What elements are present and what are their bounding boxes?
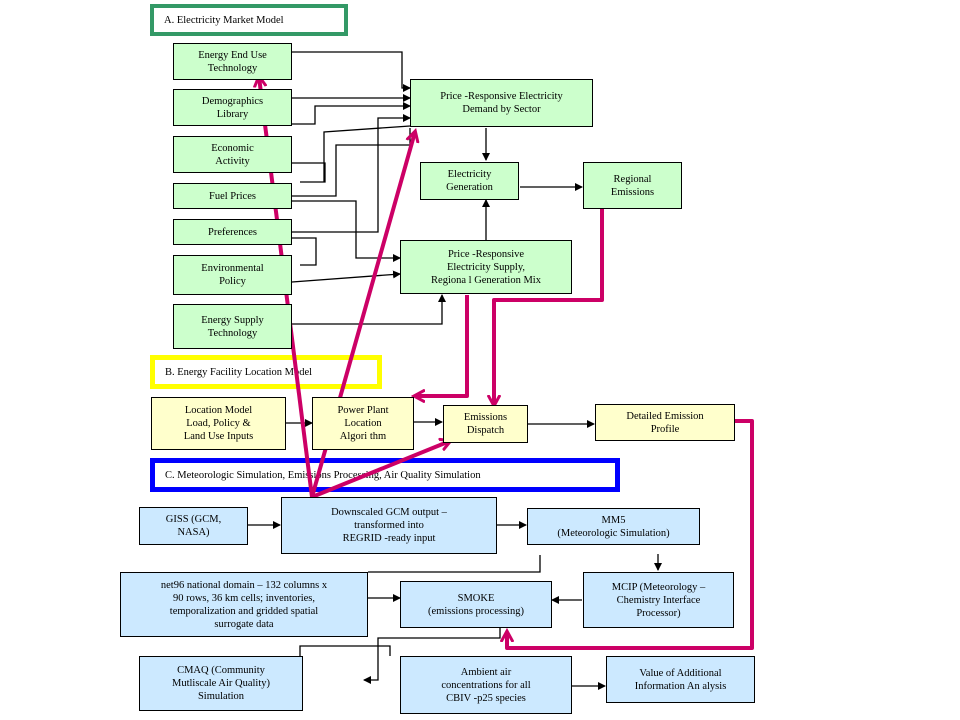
feedback-to-dispatch [311,441,450,499]
downscaled-gcm-box: Downscaled GCM output – transformed into… [281,497,497,554]
emissions-dispatch-box: Emissions Dispatch [443,405,528,443]
price-supply-box: Price -Responsive Electricity Supply, Re… [400,240,572,294]
regional-emissions-box: Regional Emissions [583,162,682,209]
giss-box: GISS (GCM, NASA) [139,507,248,545]
section-b-header: B. Energy Facility Location Model [150,355,382,389]
preferences-box: Preferences [173,219,292,245]
net96-domain-box: net96 national domain – 132 columns x 90… [120,572,368,637]
price-demand-box: Price -Responsive Electricity Demand by … [410,79,593,127]
section-a-title: A. Electricity Market Model [164,14,284,26]
mm5-box: MM5 (Meteorologic Simulation) [527,508,700,545]
feedback-profile-to-smoke [507,419,754,650]
feedback-regional-to-dispatch [494,207,604,405]
section-c-header: C. Meteorologic Simulation, Emissions Pr… [150,458,620,492]
section-c-title: C. Meteorologic Simulation, Emissions Pr… [165,469,481,481]
ambient-air-box: Ambient air concentrations for all CBIV … [400,656,572,714]
energy-end-use-box: Energy End Use Technology [173,43,292,80]
plant-location-algorithm-box: Power Plant Location Algori thm [312,397,414,450]
location-inputs-box: Location Model Load, Policy & Land Use I… [151,397,286,450]
electricity-generation-box: Electricity Generation [420,162,519,200]
section-a-header: A. Electricity Market Model [150,4,348,36]
value-of-information-box: Value of Additional Information An alysi… [606,656,755,703]
section-b-title: B. Energy Facility Location Model [165,366,313,378]
smoke-box: SMOKE (emissions processing) [400,581,552,628]
environmental-policy-box: Environmental Policy [173,255,292,295]
mcip-box: MCIP (Meteorology – Chemistry Interface … [583,572,734,628]
cmaq-box: CMAQ (Community Mutliscale Air Quality) … [139,656,303,711]
demographics-box: Demographics Library [173,89,292,126]
feedback-supply-to-location [415,295,469,396]
economic-activity-box: Economic Activity [173,136,292,173]
energy-supply-box: Energy Supply Technology [173,304,292,349]
fuel-prices-box: Fuel Prices [173,183,292,209]
detailed-emission-profile-box: Detailed Emission Profile [595,404,735,441]
